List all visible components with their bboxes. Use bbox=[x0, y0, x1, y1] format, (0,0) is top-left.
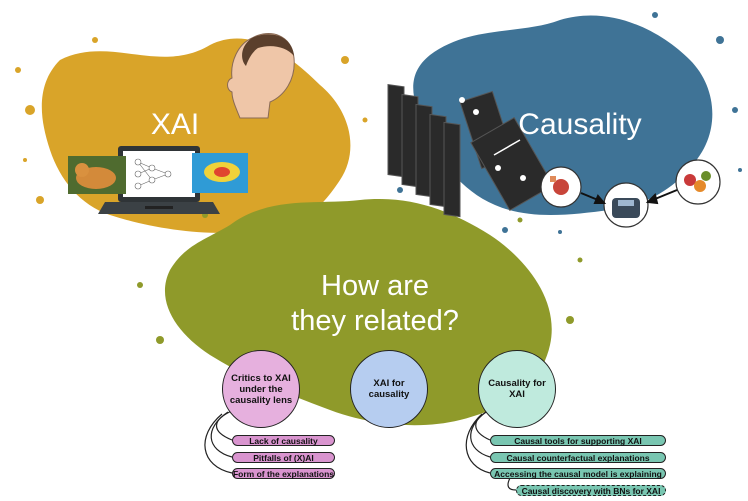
causality-item-causal-model: Accessing the causal model is explaining bbox=[490, 468, 666, 479]
critics-item-lack-of-causality: Lack of causality bbox=[232, 435, 335, 446]
critics-circle: Critics to XAI under the causality lens bbox=[222, 350, 300, 428]
causality-item-counterfactuals: Causal counterfactual explanations bbox=[490, 452, 666, 463]
causal-arrows bbox=[580, 189, 678, 205]
causality-label: Causality bbox=[518, 108, 642, 141]
causality-subitem-causal-discovery: Causal discovery with BNs for XAI bbox=[516, 485, 666, 496]
laptop-icon bbox=[98, 146, 220, 214]
question-line1: How are bbox=[321, 270, 429, 302]
xai-label: XAI bbox=[150, 108, 200, 141]
causality-for-xai-circle: Causality for XAI bbox=[478, 350, 556, 428]
heatmap-icon bbox=[192, 153, 248, 193]
dominoes-icon bbox=[387, 83, 554, 218]
xai-for-causality-circle: XAI for causality bbox=[350, 350, 428, 428]
causality-item-causal-tools: Causal tools for supporting XAI bbox=[490, 435, 666, 446]
cat-photo-icon bbox=[68, 156, 126, 194]
scale-icon bbox=[603, 182, 649, 228]
human-head-icon bbox=[227, 33, 295, 119]
critics-item-pitfalls: Pitfalls of (X)AI bbox=[232, 452, 335, 463]
exercise-icon bbox=[540, 166, 582, 208]
fruit-icon bbox=[675, 159, 721, 205]
critics-connectors bbox=[204, 409, 235, 474]
critics-item-form-of-explanations: Form of the explanations bbox=[232, 468, 335, 479]
question-line2: they related? bbox=[291, 305, 459, 337]
